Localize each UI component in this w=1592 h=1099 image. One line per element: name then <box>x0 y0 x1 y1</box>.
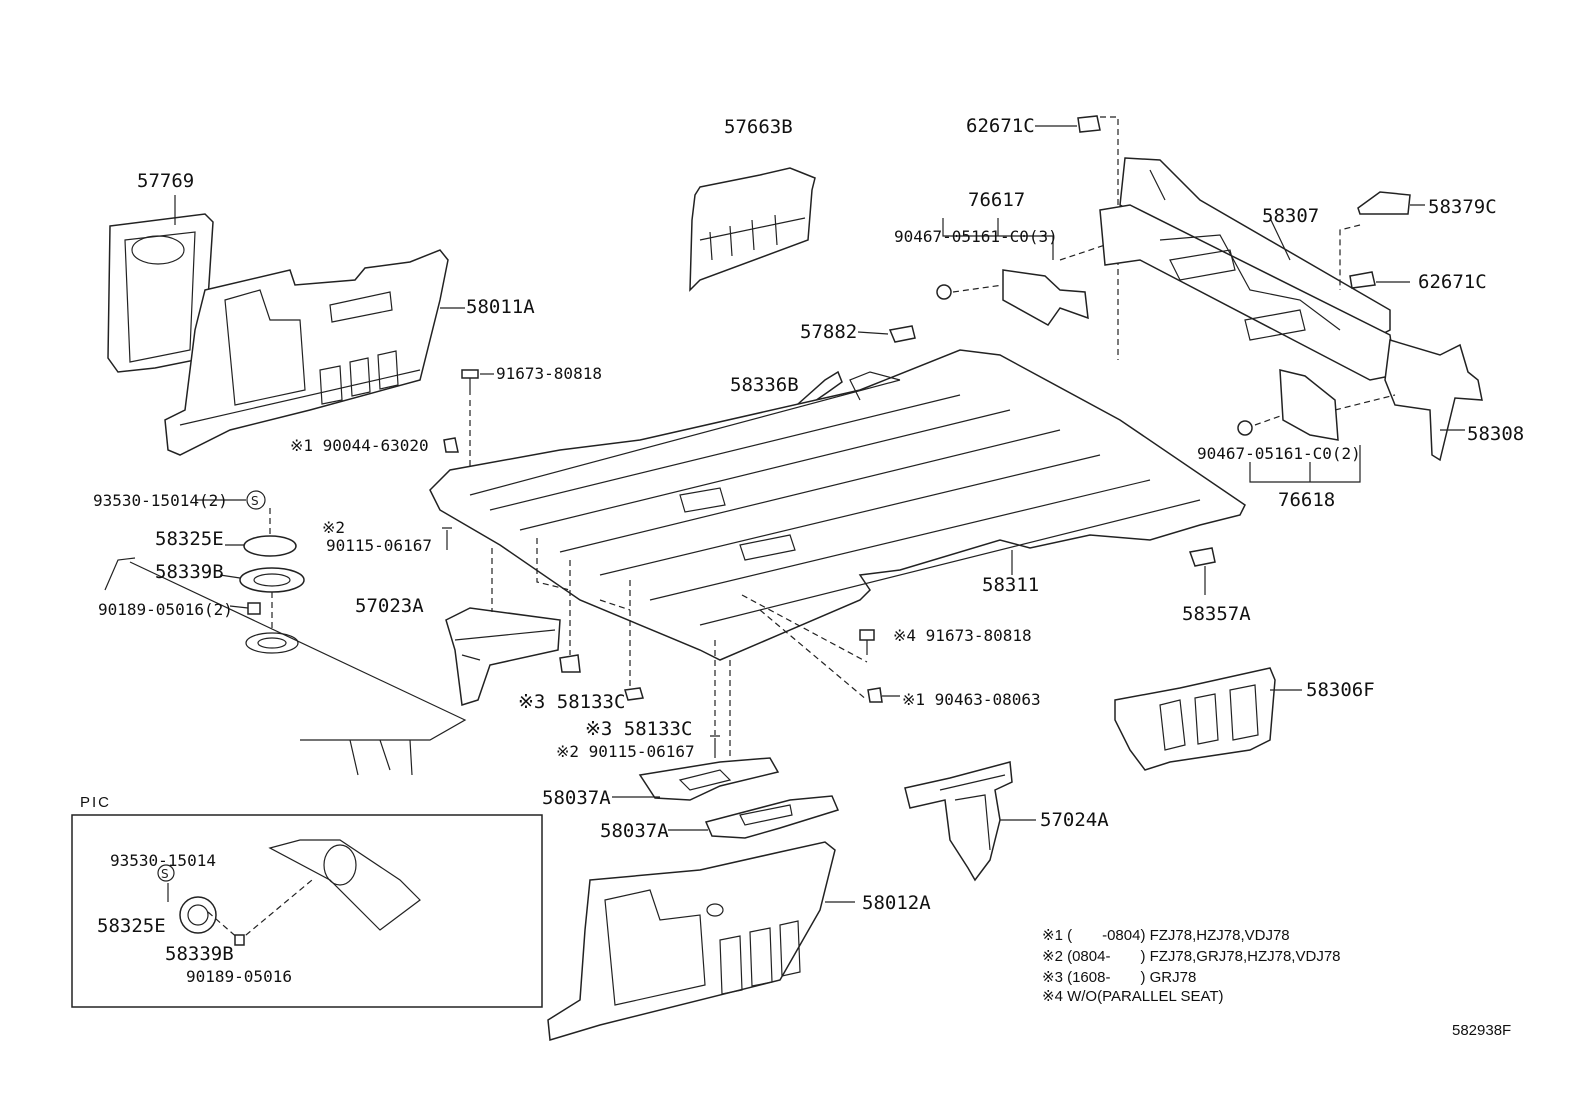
part-90115-top-shape <box>442 527 452 550</box>
label-76617[interactable]: 76617 <box>968 189 1026 211</box>
part-58311-shape <box>429 349 1246 661</box>
svg-text:S: S <box>251 494 259 508</box>
pic-title: PIC <box>80 794 112 811</box>
part-58133C-b-shape <box>624 687 644 701</box>
pic-label-58339B[interactable]: 58339B <box>165 943 234 965</box>
part-58306F-shape <box>1114 667 1302 771</box>
label-90467-2[interactable]: 90467-05161-C0(2) <box>1197 444 1361 463</box>
label-58306F[interactable]: 58306F <box>1306 679 1375 701</box>
pic-box <box>71 814 543 1008</box>
label-90463[interactable]: ※1 90463-08063 <box>902 690 1041 709</box>
part-62671C-right-shape <box>1349 271 1376 289</box>
part-57024A-shape <box>904 761 1036 882</box>
part-58357A-shape <box>1188 547 1216 567</box>
label-58325E[interactable]: 58325E <box>155 528 224 550</box>
pic-box-drawing: S <box>157 839 421 946</box>
label-58307[interactable]: 58307 <box>1262 205 1320 227</box>
part-58011A-shape <box>164 249 449 456</box>
part-90189-shape <box>247 602 261 615</box>
label-91673-4[interactable]: ※4 91673-80818 <box>893 626 1032 645</box>
label-58037A-b[interactable]: 58037A <box>600 820 669 842</box>
part-91673-top-shape <box>461 369 494 470</box>
label-57024A[interactable]: 57024A <box>1040 809 1109 831</box>
part-57882-shape <box>888 325 916 343</box>
label-62671C-right[interactable]: 62671C <box>1418 271 1487 293</box>
label-90467-3[interactable]: 90467-05161-C0(3) <box>894 227 1058 246</box>
part-93530-shape <box>246 490 266 510</box>
part-58037A-b-shape <box>704 795 840 839</box>
label-58133C-a[interactable]: ※3 58133C <box>518 691 626 713</box>
label-58133C-b[interactable]: ※3 58133C <box>585 718 693 740</box>
label-90115-top-mark: ※2 <box>322 518 346 537</box>
label-57769[interactable]: 57769 <box>137 170 195 192</box>
label-58311[interactable]: 58311 <box>982 574 1040 596</box>
part-90044-shape <box>443 437 459 453</box>
label-57023A[interactable]: 57023A <box>355 595 424 617</box>
label-58379C[interactable]: 58379C <box>1428 196 1497 218</box>
label-90044[interactable]: ※1 90044-63020 <box>290 436 429 455</box>
part-76618-shape <box>1279 369 1339 441</box>
part-58012A-shape <box>547 841 855 1041</box>
diagram-id: 582938F <box>1452 1022 1512 1039</box>
label-90115-2[interactable]: ※2 90115-06167 <box>556 742 695 761</box>
part-58379C-shape <box>1357 191 1411 215</box>
part-76617-shape <box>1002 269 1089 326</box>
pic-label-90189[interactable]: 90189-05016 <box>186 967 292 986</box>
part-57023A-shape <box>445 548 561 706</box>
note-4: ※4 W/O(PARALLEL SEAT) <box>1042 988 1224 1005</box>
label-91673-top[interactable]: 91673-80818 <box>496 364 602 383</box>
label-57663B[interactable]: 57663B <box>724 116 793 138</box>
part-57663B-shape <box>689 167 816 292</box>
part-58308-shape <box>1384 339 1483 462</box>
label-90115-top[interactable]: 90115-06167 <box>326 536 432 555</box>
label-90189-2[interactable]: 90189-05016(2) <box>98 600 233 619</box>
label-58357A[interactable]: 58357A <box>1182 603 1251 625</box>
label-57882[interactable]: 57882 <box>800 321 858 343</box>
part-90115-lower-shape <box>710 735 720 758</box>
note-3: ※3 (1608- ) GRJ78 <box>1042 969 1197 986</box>
label-93530-2[interactable]: 93530-15014(2) <box>93 491 228 510</box>
note-1: ※1 ( -0804) FZJ78,HZJ78,VDJ78 <box>1042 927 1290 944</box>
label-58037A-a[interactable]: 58037A <box>542 787 611 809</box>
note-2: ※2 (0804- ) FZJ78,GRJ78,HZJ78,VDJ78 <box>1042 948 1341 965</box>
part-58325E-shape <box>243 535 297 557</box>
label-58012A[interactable]: 58012A <box>862 892 931 914</box>
label-58336B[interactable]: 58336B <box>730 374 799 396</box>
part-90463-shape <box>867 687 883 703</box>
pic-label-58325E[interactable]: 58325E <box>97 915 166 937</box>
part-91673-4-shape <box>741 594 875 701</box>
label-62671C-top[interactable]: 62671C <box>966 115 1035 137</box>
part-62671C-top-shape <box>1077 115 1101 133</box>
part-58307-shape <box>1099 157 1396 381</box>
pic-label-93530[interactable]: 93530-15014 <box>110 851 216 870</box>
part-58037A-a-shape <box>638 757 780 801</box>
svg-text:S: S <box>161 867 169 881</box>
label-58308[interactable]: 58308 <box>1467 423 1525 445</box>
label-58011A[interactable]: 58011A <box>466 296 535 318</box>
part-58339B-shape <box>239 567 305 593</box>
label-76618[interactable]: 76618 <box>1278 489 1336 511</box>
part-58133C-a-shape <box>559 654 581 673</box>
label-58339B[interactable]: 58339B <box>155 561 224 583</box>
